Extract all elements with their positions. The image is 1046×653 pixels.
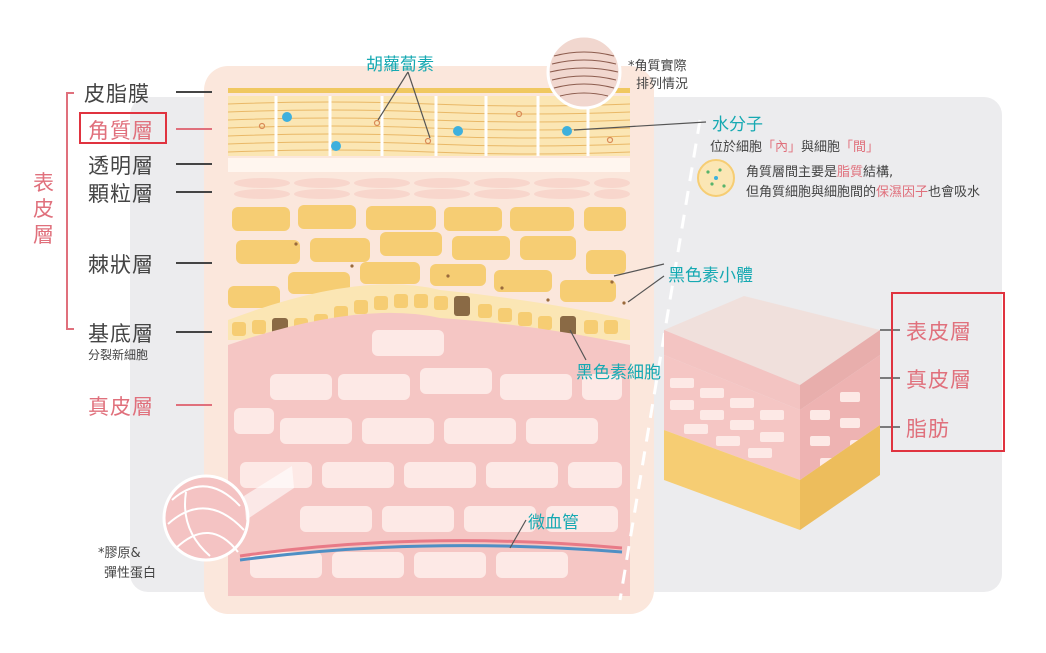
stratum-granulosum-cells [234,178,630,199]
water-note-mid: 與細胞 [801,140,841,155]
stratum-lucidum-band [228,158,630,172]
block-epidermis-front [664,330,800,410]
magnifier-beam [244,466,294,520]
water-note: 位於細胞「內」與細胞「間」 [710,136,879,155]
intercell-line2-prefix: 但角質細胞與細胞間的 [746,185,877,200]
water-callout: 水分子 [712,115,763,135]
sebum-layer [228,88,630,93]
collagen-line2: 彈性蛋白 [104,566,157,581]
corneum-actual-line2: 排列情況 [636,77,689,92]
water-note-prefix: 位於細胞 [710,140,763,155]
dermis-cells [234,330,622,578]
intercell-line1-suffix: 結構, [863,165,894,180]
collagen-fibers [167,485,245,557]
stratum-corneum-leader [176,128,212,130]
water-note-between: 「間」 [840,140,880,155]
stratum-granulosum-leader [176,191,212,193]
melanocyte-callout: 黑色素細胞 [576,363,661,383]
capillary-callout: 微血管 [528,513,579,533]
block-labels-highlight [891,292,1005,452]
epidermis-group-label: 表皮層 [33,171,55,247]
stratum-basale-note: 分裂新細胞 [88,348,149,362]
callout-leaders [377,71,707,549]
block-fat-label: 脂肪 [906,417,950,441]
block-leaders [880,329,900,428]
stratum-spinosum-leader [176,262,212,264]
stratum-spinosum-label: 棘狀層 [88,253,154,277]
intercell-icon-water [714,176,718,180]
capillary-red [239,539,623,558]
dashed-guide-1 [618,119,702,601]
stratum-lucidum-leader [176,163,212,165]
melanosome-callout: 黑色素小體 [668,266,753,286]
block-fat-side [800,425,880,530]
intercell-line2-suffix: 也會吸水 [928,185,981,200]
corneum-magnifier [546,34,622,110]
epidermis-bracket [66,92,74,330]
carotene-callout: 胡蘿蔔素 [366,55,434,75]
intercell-icon-dots [706,168,726,188]
corneum-actual-line1: *角質實際 [628,59,687,74]
stratum-corneum-label: 角質層 [88,119,154,143]
dermis-leader [176,404,212,406]
stratum-lucidum-label: 透明層 [88,154,154,178]
capillary-blue [239,544,623,562]
sebum-leader [176,91,212,93]
carotene-dots [258,110,614,145]
block-epidermis-label: 表皮層 [906,320,972,344]
intercell-line2-highlight: 保濕因子 [876,185,929,200]
stratum-basale-cells [232,294,618,336]
intercell-line1-highlight: 脂質 [837,165,864,180]
intercell-line1: 角質層間主要是脂質結構, [746,161,893,180]
stratum-basale-leader [176,331,212,333]
stratum-basale-label: 基底層 [88,322,154,346]
block-top-face [664,296,880,385]
intercell-line1-prefix: 角質層間主要是 [746,165,838,180]
water-molecules [282,112,572,151]
stratum-spinosum-cells [228,205,626,308]
corneum-cell-dividers [274,96,590,156]
corneum-magnifier-lines [549,51,619,97]
collagen-line1: *膠原& [98,546,141,561]
block-dermis-side [800,355,880,480]
dermis-label: 真皮層 [88,395,154,419]
block-epidermis-side [800,330,880,410]
water-note-inside: 「內」 [762,140,802,155]
intercell-line2: 但角質細胞與細胞間的保濕因子也會吸水 [746,181,980,200]
block-fat-front [664,430,800,530]
stratum-corneum-highlight [79,112,167,144]
stratum-granulosum-label: 顆粒層 [88,182,154,206]
sebum-label: 皮脂膜 [84,82,150,106]
block-dermis-label: 真皮層 [906,368,972,392]
